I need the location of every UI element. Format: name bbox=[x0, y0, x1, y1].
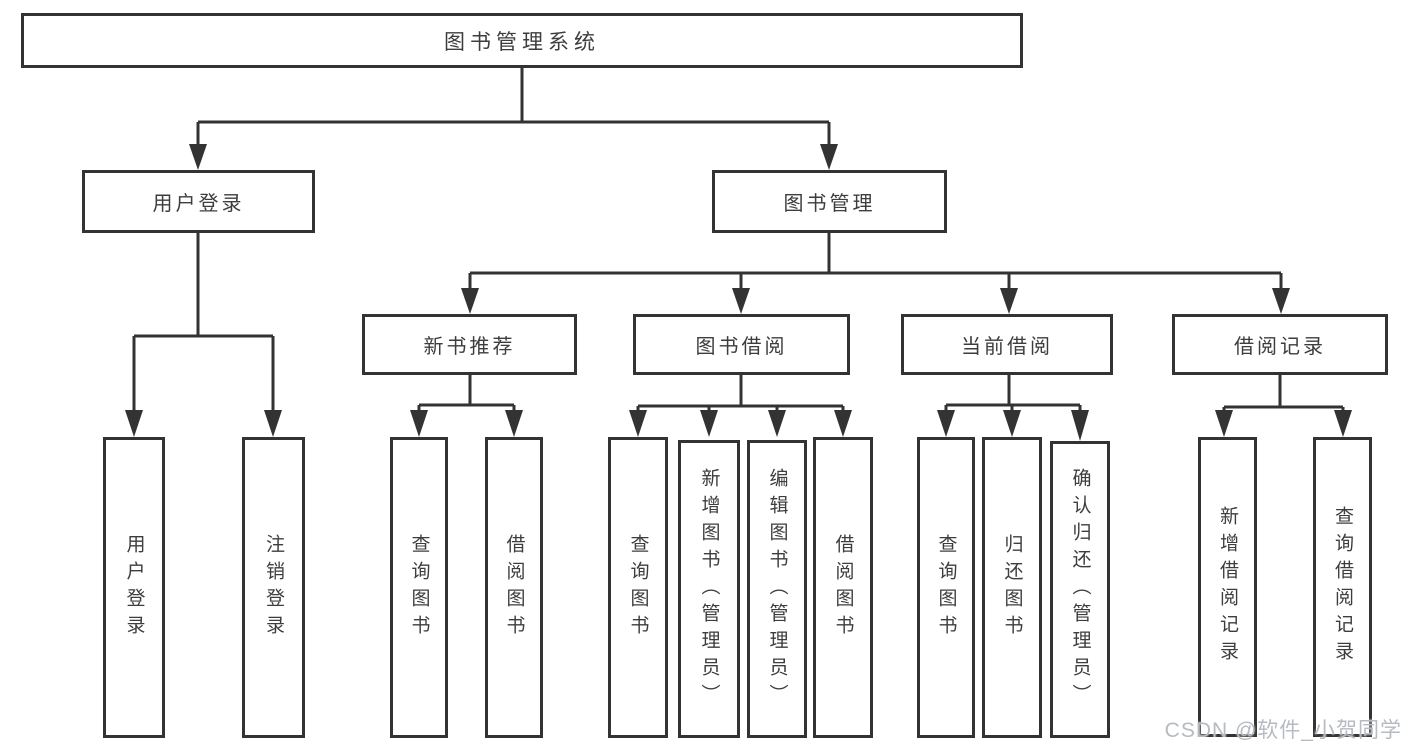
node-label: 新增借阅记录 bbox=[1217, 506, 1238, 668]
node-label: 查询图书 bbox=[627, 533, 649, 642]
node-label: 归还图书 bbox=[1001, 533, 1023, 642]
node-label: 用户登录 bbox=[152, 193, 245, 215]
node-book-management: 图书管理 bbox=[712, 170, 947, 233]
node-label: 图书管理 bbox=[783, 193, 876, 215]
leaf-query-borrow-record: 查询借阅记录 bbox=[1313, 437, 1372, 737]
leaf-borrow-books-recommend: 借阅图书 bbox=[485, 437, 543, 738]
leaf-user-login: 用户登录 bbox=[103, 437, 165, 738]
node-label: 新增图书（管理员） bbox=[698, 467, 720, 711]
node-label: 借阅图书 bbox=[503, 533, 525, 642]
leaf-add-books-admin: 新增图书（管理员） bbox=[678, 440, 740, 738]
csdn-watermark: CSDN @软件_小贺同学 bbox=[1164, 719, 1402, 742]
node-label: 查询借阅记录 bbox=[1332, 506, 1353, 668]
node-label: 借阅图书 bbox=[832, 533, 854, 642]
node-label: 查询图书 bbox=[408, 533, 430, 642]
node-label: 图书管理系统 bbox=[444, 30, 600, 54]
node-label: 新书推荐 bbox=[423, 336, 516, 358]
leaf-query-books-recommend: 查询图书 bbox=[390, 437, 448, 738]
leaf-borrow-books-borrowing: 借阅图书 bbox=[813, 437, 873, 738]
leaf-query-books-current: 查询图书 bbox=[917, 437, 975, 738]
node-label: 当前借阅 bbox=[961, 336, 1053, 358]
node-label: 用户登录 bbox=[123, 533, 145, 642]
leaf-query-books-borrowing: 查询图书 bbox=[608, 437, 668, 738]
node-user-login: 用户登录 bbox=[82, 170, 315, 233]
leaf-confirm-return-admin: 确认归还（管理员） bbox=[1050, 441, 1110, 738]
node-label: 确认归还（管理员） bbox=[1069, 468, 1091, 711]
node-label: 编辑图书（管理员） bbox=[766, 467, 788, 711]
node-new-book-recommendation: 新书推荐 bbox=[362, 314, 577, 375]
node-borrowing-records: 借阅记录 bbox=[1172, 314, 1388, 375]
leaf-return-books: 归还图书 bbox=[982, 437, 1042, 738]
node-library-management-system: 图书管理系统 bbox=[21, 13, 1023, 68]
leaf-logout: 注销登录 bbox=[242, 437, 305, 738]
node-label: 查询图书 bbox=[935, 533, 957, 642]
node-label: 借阅记录 bbox=[1234, 336, 1326, 358]
node-label: 注销登录 bbox=[263, 533, 284, 642]
node-current-borrowing: 当前借阅 bbox=[901, 314, 1113, 375]
node-label: 图书借阅 bbox=[695, 336, 788, 358]
leaf-edit-books-admin: 编辑图书（管理员） bbox=[747, 440, 807, 738]
leaf-add-borrow-record: 新增借阅记录 bbox=[1198, 437, 1257, 737]
node-book-borrowing: 图书借阅 bbox=[633, 314, 850, 375]
